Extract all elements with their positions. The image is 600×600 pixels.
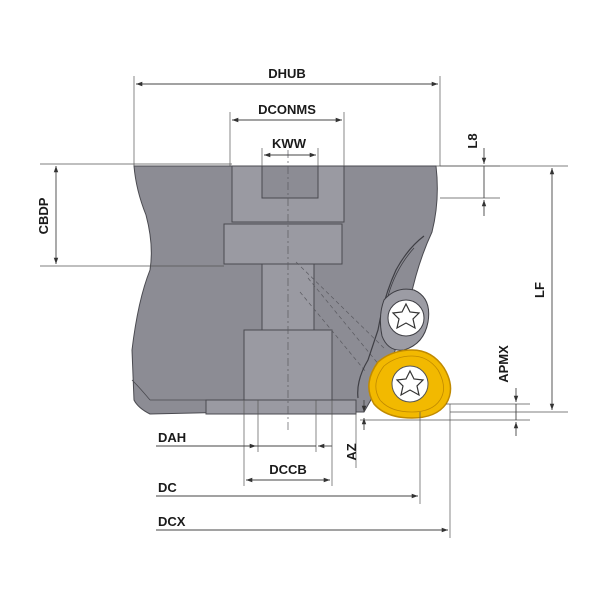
dim-az: AZ: [344, 400, 367, 468]
dim-lf: LF: [440, 165, 568, 413]
label-az: AZ: [344, 443, 359, 460]
label-apmx: APMX: [496, 345, 511, 383]
dim-cbdp: CBDP: [36, 163, 232, 267]
counterbore: [223, 223, 343, 265]
dim-dccb: DCCB: [243, 400, 333, 486]
label-cbdp: CBDP: [36, 197, 51, 234]
dim-dhub: DHUB: [133, 66, 441, 166]
label-l8: L8: [465, 133, 480, 148]
hidden-screw-hole-mid: [299, 291, 367, 373]
label-lf: LF: [532, 282, 547, 298]
torx-icon: [395, 369, 425, 397]
label-dhub: DHUB: [268, 66, 306, 81]
label-dc: DC: [158, 480, 177, 495]
dim-apmx: APMX: [360, 345, 530, 436]
clamp-screw: [379, 288, 430, 351]
label-dconms: DCONMS: [258, 102, 316, 117]
dim-dc: DC: [156, 412, 421, 504]
dim-dcx: DCX: [156, 404, 451, 538]
cutting-insert: [368, 349, 452, 419]
dim-l8: L8: [436, 133, 500, 216]
dim-dconms: DCONMS: [229, 102, 345, 166]
front-recess: [205, 399, 357, 415]
label-dccb: DCCB: [269, 462, 307, 477]
label-dcx: DCX: [158, 514, 186, 529]
label-kww: KWW: [272, 136, 307, 151]
label-dah: DAH: [158, 430, 186, 445]
torx-icon: [391, 302, 421, 330]
hidden-screw-hole-lower: [307, 277, 381, 367]
dim-dah: DAH: [156, 400, 332, 452]
dim-kww: KWW: [261, 136, 319, 166]
